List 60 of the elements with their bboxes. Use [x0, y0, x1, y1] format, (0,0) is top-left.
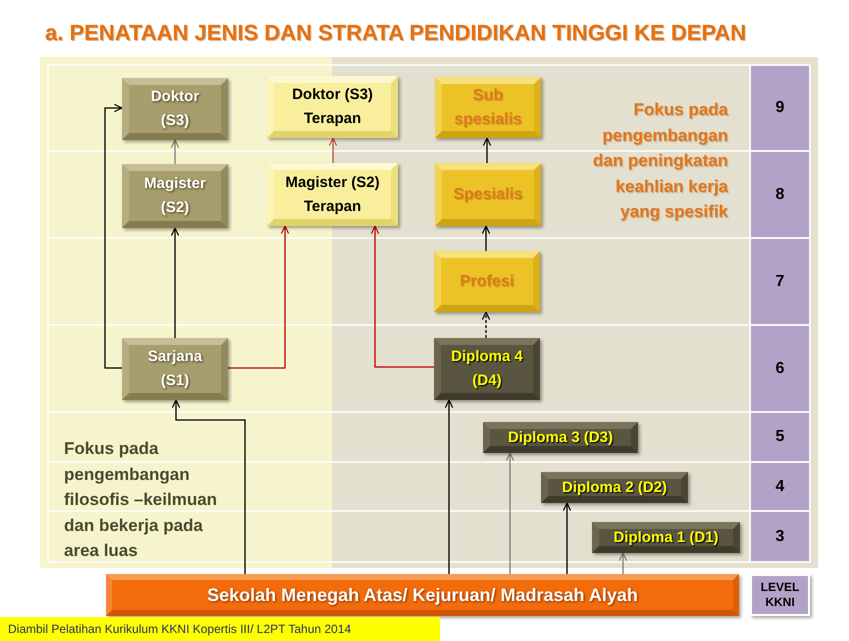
arrow	[170, 227, 180, 338]
node-label: Sarjana (S1)	[146, 347, 204, 391]
diploma-box	[483, 422, 638, 453]
arrow	[370, 225, 434, 368]
level-number: 7	[776, 272, 784, 292]
node-label: Diploma 1 (D1)	[613, 528, 718, 548]
node-label: Doktor (S3)	[150, 87, 200, 131]
specialist-box	[435, 163, 541, 226]
diploma-box	[592, 522, 740, 553]
degree-box	[267, 163, 398, 226]
diploma-box	[541, 472, 688, 503]
level-number: 5	[776, 427, 784, 447]
arrow	[172, 399, 246, 574]
node-label: Sekolah Menegah Atas/ Kejuruan/ Madrasah Alyah	[207, 584, 638, 606]
title: a. PENATAAN JENIS DAN STRATA PENDIDIKAN TINGGI KE DEPAN	[45, 19, 746, 47]
arrow	[618, 552, 628, 574]
degree-box	[267, 76, 398, 138]
focus-note: Fokus pada pengembangan filosofis –keilmuan dan bekerja pada area luas	[64, 438, 218, 562]
arrow	[482, 137, 492, 163]
level-cell	[751, 66, 809, 150]
level-cell	[751, 512, 809, 561]
arrow	[328, 137, 338, 163]
level-cell	[751, 239, 809, 324]
arrow	[444, 399, 454, 574]
level-cell	[751, 413, 809, 461]
arrow	[170, 139, 180, 164]
node-label: LEVEL KKNI	[760, 580, 800, 610]
level-number: 9	[776, 98, 784, 118]
source-note: Diambil Pelatihan Kurikulum KKNI Kopertis III/ L2PT Tahun 2014	[0, 617, 440, 641]
degree-box	[122, 78, 228, 140]
arrow	[506, 452, 514, 574]
node-label: Spesialis	[453, 184, 523, 204]
node-label: Diploma 2 (D2)	[562, 478, 667, 498]
node-label: Doktor (S3) Terapan	[291, 85, 374, 129]
arrow	[482, 311, 490, 338]
degree-box	[122, 338, 228, 400]
arrow	[562, 502, 572, 574]
level-number: 8	[776, 184, 784, 204]
level-number: 3	[776, 526, 784, 546]
school-bar	[106, 574, 739, 616]
focus-note: Fokus pada pengembangan dan peningkatan keahlian kerja yang spesifik	[592, 99, 728, 223]
node-label: Profesi	[460, 272, 514, 292]
level-number: 6	[776, 358, 784, 378]
arrow	[228, 225, 290, 369]
arrow	[104, 104, 123, 369]
level-cell	[751, 152, 809, 237]
node-label: Diploma 4 (D4)	[450, 347, 524, 391]
node-label: Diploma 3 (D3)	[508, 428, 613, 448]
node-label: Magister (S2)	[143, 174, 207, 218]
level-cell	[751, 326, 809, 411]
level-number: 4	[776, 476, 784, 496]
specialist-box	[434, 251, 540, 312]
level-header-box	[750, 574, 810, 616]
diploma-box	[434, 338, 540, 400]
level-cell	[751, 463, 809, 510]
arrow	[482, 225, 490, 251]
node-label: Sub spesialis	[453, 86, 523, 130]
degree-box	[122, 164, 228, 228]
node-label: Magister (S2) Terapan	[284, 172, 381, 216]
specialist-box	[435, 77, 541, 138]
